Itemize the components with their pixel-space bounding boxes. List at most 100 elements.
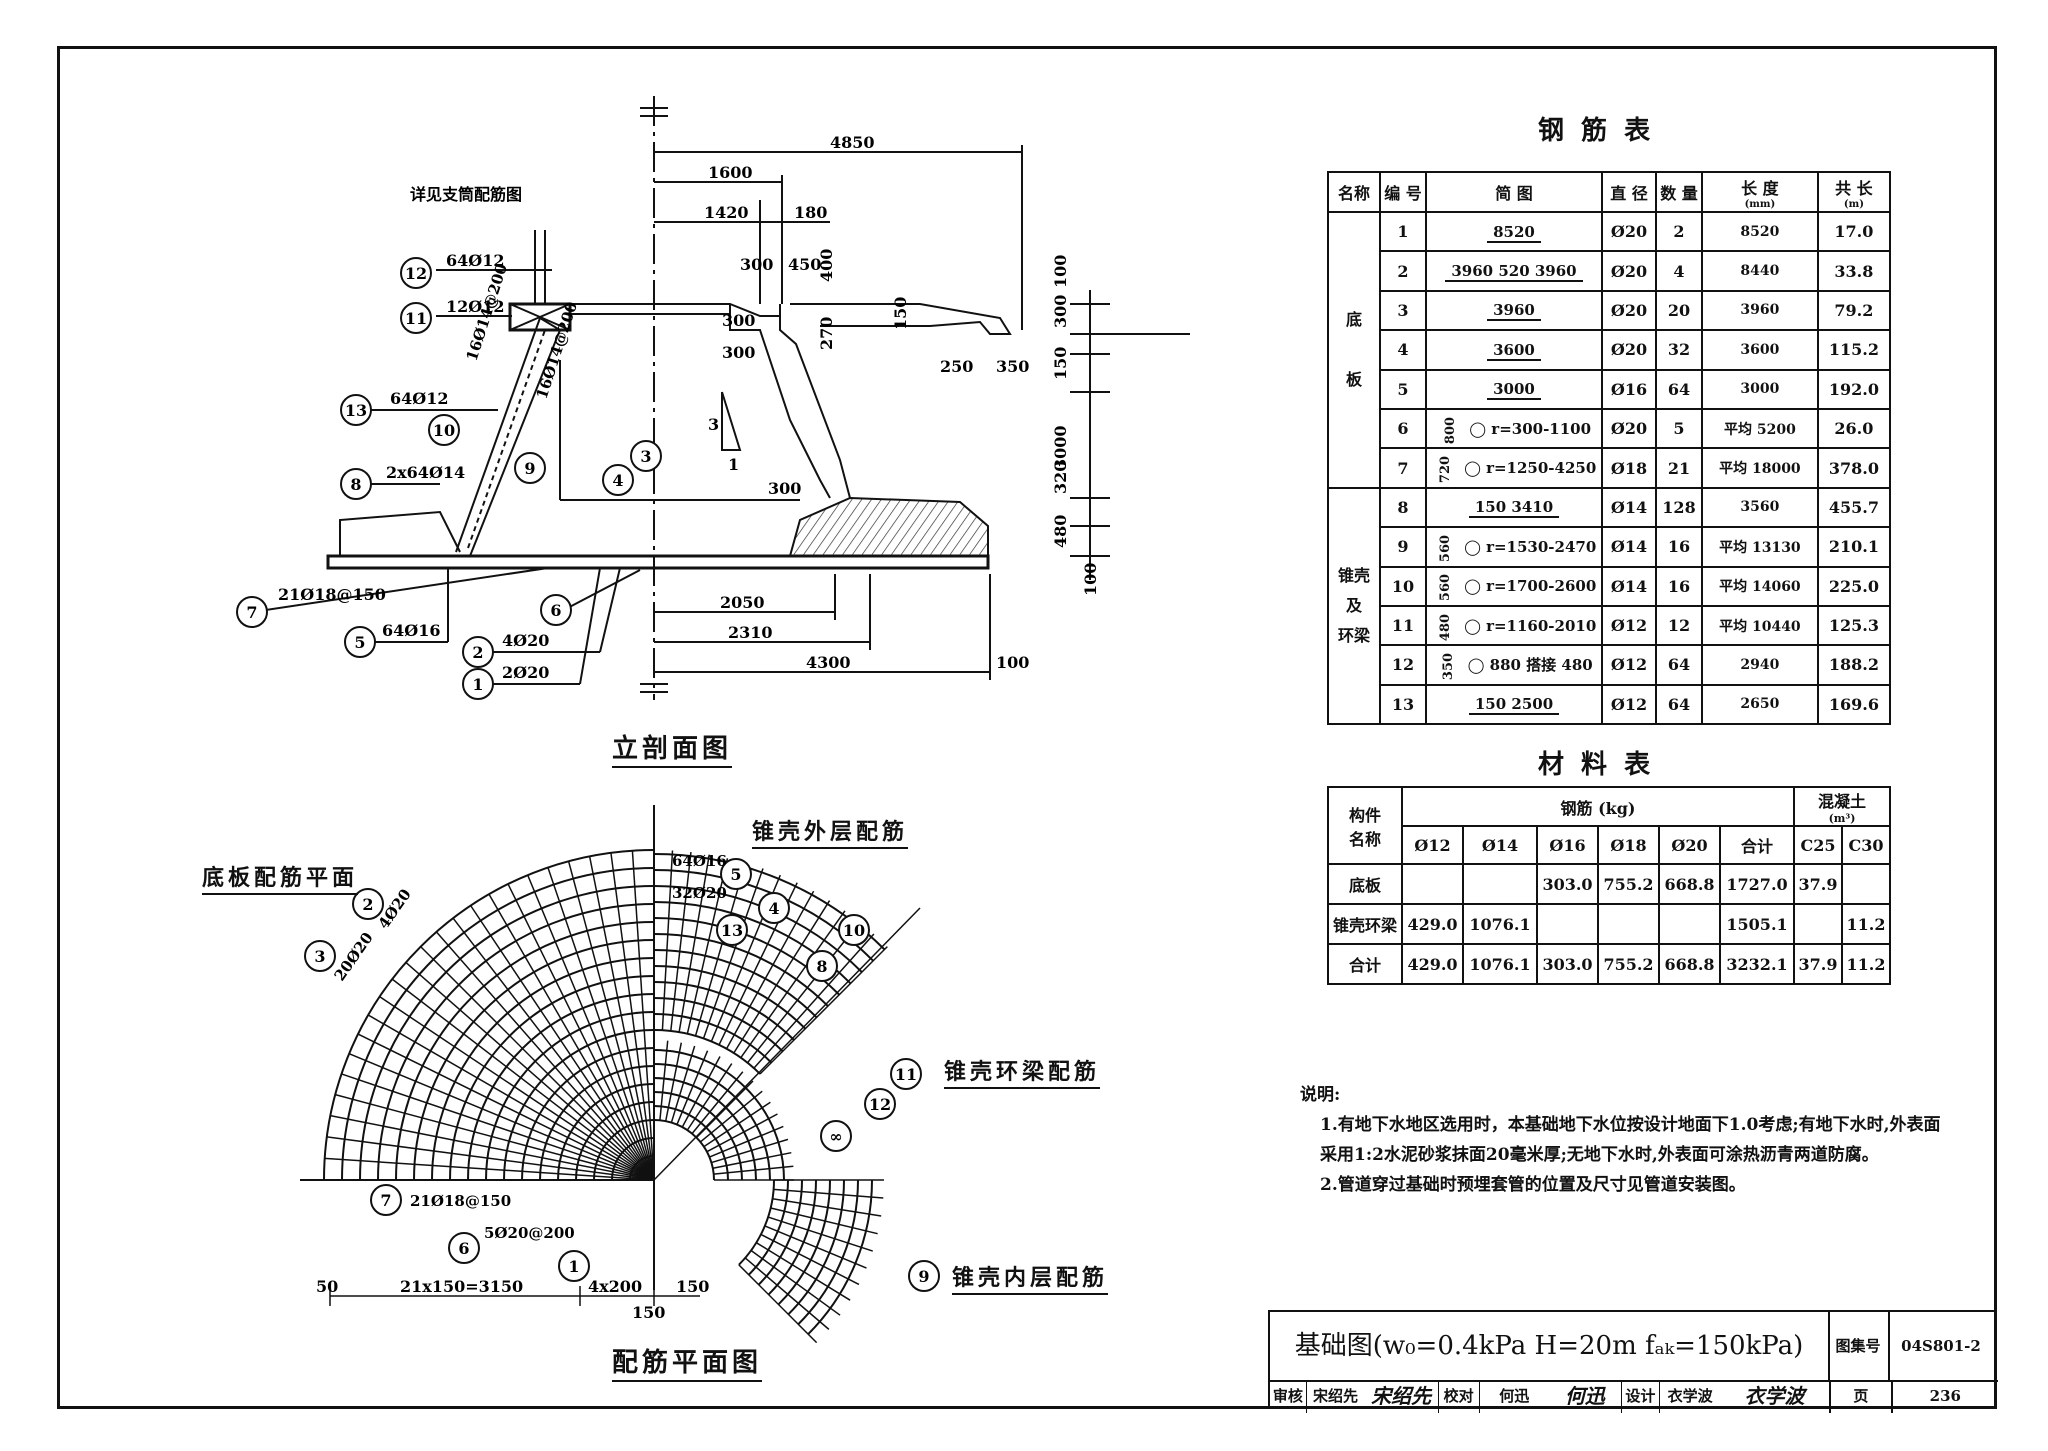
material-col-header: 合计: [1719, 825, 1796, 865]
rebar-cell-dia: Ø20: [1601, 289, 1657, 332]
rebar-sketch-text: 3000: [1487, 380, 1541, 401]
rebar-cell-len: 8520: [1701, 210, 1819, 253]
rebar-header: 简 图: [1425, 171, 1603, 213]
material-cell: [1461, 863, 1539, 905]
plan-rebar-line: [767, 1216, 873, 1252]
rebar-sketch-offset: 350: [1441, 653, 1457, 681]
elevation-dimension: 300: [768, 479, 801, 498]
plan-rebar-line: [379, 996, 655, 1181]
material-cell: [1793, 903, 1843, 945]
plan-callout-circle: [558, 1250, 590, 1282]
plan-rebar-line: [547, 867, 655, 1181]
rebar-cell-qty: 64: [1655, 368, 1703, 410]
plan-callout: 9: [918, 1267, 929, 1286]
atlas-number: 04S801-2: [1901, 1337, 1981, 1355]
elevation-dimension: 350: [996, 357, 1029, 376]
plan-rebar-line: [335, 1093, 655, 1181]
slope-label-2: 1: [728, 455, 739, 474]
page-number: 236: [1929, 1387, 1961, 1405]
plan-rebar-line: [703, 1101, 771, 1148]
elevation-dimension: 3000: [1051, 425, 1070, 470]
elevation-callout: 11: [405, 309, 427, 328]
elevation-dimension: 4850: [830, 133, 875, 152]
elevation-dimension: 320: [1051, 461, 1070, 494]
rebar-cell-total: 455.7: [1816, 486, 1892, 529]
rebar-cell-total: 192.0: [1816, 368, 1892, 410]
inner-layer-label: 锥壳内层配筋: [952, 1260, 1109, 1295]
rebar-sketch-text: r=1530-2470: [1486, 537, 1597, 556]
slope-label: 3: [708, 415, 719, 434]
design-label: 设计: [1622, 1382, 1661, 1413]
plan-dimension: 50: [316, 1277, 338, 1296]
material-cell: 303.0: [1536, 863, 1600, 905]
plan-callout-text: 64Ø16: [672, 852, 727, 870]
elevation-callout: 10: [433, 421, 455, 440]
see-note: 详见支筒配筋图: [410, 185, 522, 204]
material-header-row: 构件名称钢筋 (kg)混凝土(m³): [1327, 786, 1891, 865]
elevation-callout-text: 4Ø20: [502, 631, 549, 650]
plan-callout-circle: [908, 1260, 940, 1292]
material-concrete-title: 混凝土: [1818, 792, 1867, 811]
rebar-sketch-text: 150 2500: [1468, 695, 1560, 716]
rebar-cell-qty: 16: [1655, 565, 1703, 607]
rebar-cell-len: 3600: [1701, 329, 1819, 371]
bottom-slab-label: 底板配筋平面: [202, 860, 359, 895]
rebar-cell-sketch: 560 ◯ r=1700-2600: [1425, 565, 1603, 607]
rebar-cell-sketch: 150 2500: [1425, 683, 1603, 726]
rebar-cell-dia: Ø14: [1601, 565, 1657, 607]
rebar-cell-total: 188.2: [1816, 644, 1892, 686]
plan-rebar-line: [631, 850, 655, 1181]
rebar-cell-no: 3: [1379, 289, 1427, 332]
plan-callout: 11: [895, 1065, 917, 1084]
rebar-table-title: 钢 筋 表: [1538, 116, 1655, 146]
elevation-dimension: 4300: [806, 653, 851, 672]
rebar-sketch-text: r=1700-2600: [1486, 577, 1597, 596]
review-name: 宋绍先: [1313, 1387, 1359, 1405]
plan-rebar-line: [706, 1113, 778, 1153]
rebar-cell-len: 平均 14060: [1701, 565, 1819, 607]
rebar-cell-sketch: 8520: [1425, 210, 1603, 253]
rebar-group: 锥壳 及 环梁: [1327, 486, 1381, 726]
material-cell: 1727.0: [1719, 863, 1796, 905]
plan-rebar-line: [759, 946, 888, 1075]
rebar-cell-dia: Ø14: [1601, 526, 1657, 568]
atlas-label: 图集号: [1828, 1312, 1890, 1380]
elevation-callout-circle: [344, 626, 376, 658]
notes-head: 说明:: [1300, 1085, 1341, 1105]
plan-rebar-line: [507, 883, 655, 1181]
rebar-cell-len: 3000: [1701, 368, 1819, 410]
plan-rebar-line: [713, 1165, 794, 1175]
rebar-sketch-offset: 480: [1437, 613, 1453, 641]
rebar-cell-no: 12: [1379, 644, 1427, 686]
rebar-cell-no: 10: [1379, 565, 1427, 607]
plan-rebar-line: [348, 1053, 655, 1181]
plan-title: 配筋平面图: [612, 1342, 763, 1382]
rebar-cell-no: 7: [1379, 447, 1427, 489]
plan-rebar-line: [470, 905, 655, 1181]
plan-rebar-line: [772, 1198, 882, 1217]
elevation-callout: 5: [354, 633, 365, 652]
elevation-callout-text: 12Ø12: [446, 297, 504, 316]
plan-rebar-line: [773, 1188, 884, 1199]
rebar-cell-no: 1: [1379, 210, 1427, 253]
material-cell: 11.2: [1840, 903, 1892, 945]
rebar-cell-qty: 20: [1655, 289, 1703, 332]
rebar-sketch-text: 3600: [1487, 340, 1541, 361]
elevation-dimension: 400: [817, 249, 836, 282]
title-block: 基础图(w₀=0.4kPa H=20m fₐₖ=150kPa) 图集号 04S8…: [1268, 1310, 1998, 1413]
plan-callout: 2: [362, 895, 373, 914]
material-cell: 668.8: [1658, 943, 1722, 985]
notes-line-1: 1.有地下水地区选用时，本基础地下水位按设计地面下1.0考虑;有地下水时,外表面: [1320, 1115, 1941, 1135]
material-cell: 303.0: [1536, 943, 1600, 985]
material-cell: 668.8: [1658, 863, 1722, 905]
rebar-header: 直 径: [1601, 171, 1657, 213]
rebar-cell-len: 3560: [1701, 486, 1819, 529]
plan-callout-circle: [352, 888, 384, 920]
